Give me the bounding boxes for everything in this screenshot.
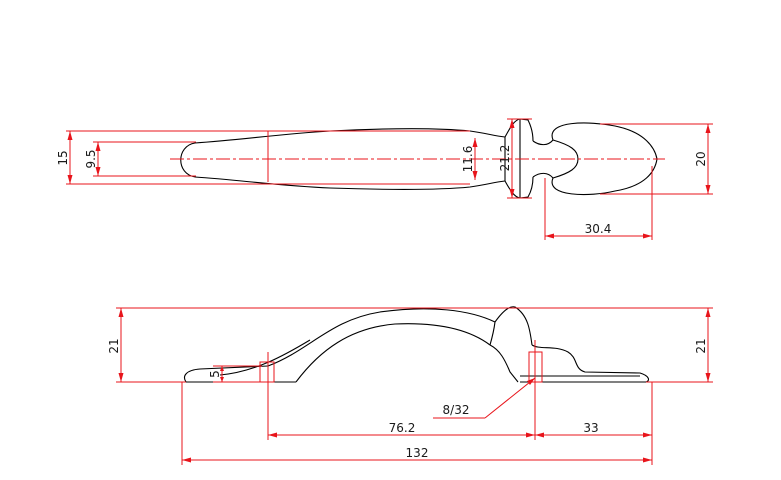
dim-8-32: 8/32 <box>433 377 536 419</box>
dim-20-label: 20 <box>694 151 708 166</box>
dim-5: 5 <box>208 365 262 383</box>
dim-11-6: 11.6 <box>461 138 478 180</box>
dim-33: 33 <box>535 382 653 465</box>
dim-33-label: 33 <box>583 421 598 435</box>
dim-21-left: 21 <box>107 307 515 383</box>
top-view: 15 9.5 11.6 21.2 <box>56 118 713 240</box>
dim-15: 15 <box>56 130 470 185</box>
dim-21-2: 21.2 <box>498 118 532 199</box>
dim-8-32-label: 8/32 <box>443 403 470 417</box>
dim-132-label: 132 <box>406 446 429 460</box>
side-view-outline <box>183 306 650 383</box>
dim-21-right: 21 <box>515 307 713 383</box>
dim-9-5-label: 9.5 <box>84 149 98 168</box>
dim-21-2-label: 21.2 <box>498 145 512 172</box>
dim-21-left-label: 21 <box>107 338 121 353</box>
dim-76-2-label: 76.2 <box>389 421 416 435</box>
dim-132: 132 <box>181 382 652 465</box>
dim-30-4: 30.4 <box>544 166 653 240</box>
dim-20: 20 <box>600 123 713 195</box>
dim-30-4-label: 30.4 <box>585 222 612 236</box>
dim-15-label: 15 <box>56 150 70 165</box>
dim-9-5: 9.5 <box>84 141 196 177</box>
dim-76-2: 76.2 <box>268 421 535 438</box>
dim-11-6-label: 11.6 <box>461 146 475 173</box>
side-view: 21 21 5 8/32 <box>107 306 713 465</box>
dim-21-right-label: 21 <box>694 338 708 353</box>
dim-5-label: 5 <box>208 370 222 378</box>
